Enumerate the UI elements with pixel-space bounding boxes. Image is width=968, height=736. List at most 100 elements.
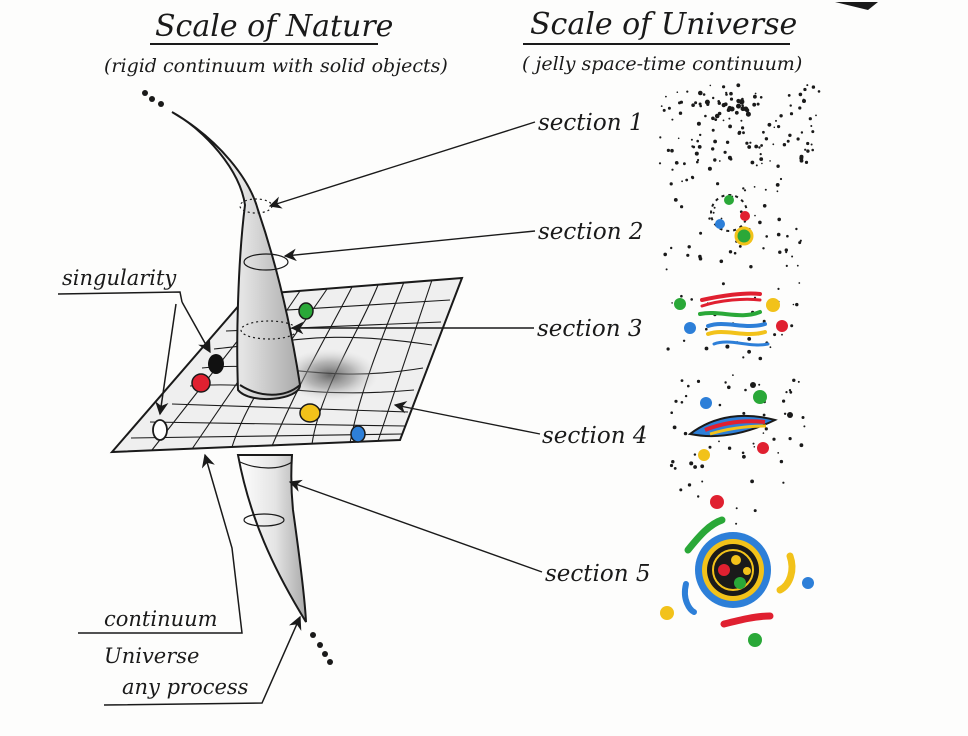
dust-dot bbox=[806, 84, 809, 87]
dust-dot bbox=[767, 122, 772, 127]
dust-dot bbox=[689, 461, 694, 466]
dust-dot bbox=[769, 160, 771, 162]
object-red bbox=[191, 373, 211, 393]
dust-dot bbox=[707, 166, 712, 171]
dust-dot bbox=[806, 141, 810, 146]
dust-dot bbox=[745, 141, 749, 145]
dust-dot bbox=[671, 460, 675, 464]
dust-dot bbox=[799, 154, 804, 159]
dust-dot bbox=[709, 84, 712, 87]
dust-dot bbox=[802, 98, 805, 101]
dust-dot bbox=[721, 103, 726, 108]
dust-dot bbox=[797, 380, 800, 383]
dust-dot bbox=[747, 349, 751, 354]
dust-dot bbox=[673, 198, 678, 202]
section-2-label: section 2 bbox=[538, 219, 644, 245]
dust-dot bbox=[698, 256, 703, 261]
dust-dot bbox=[706, 102, 710, 106]
dust-dot bbox=[782, 399, 786, 403]
dust-dot bbox=[696, 139, 699, 143]
section-1-label: section 1 bbox=[538, 110, 644, 136]
dust-dot bbox=[740, 119, 743, 122]
dust-dot bbox=[741, 126, 745, 130]
dust-dot bbox=[776, 190, 779, 193]
dust-dot bbox=[698, 90, 703, 96]
dust-dot bbox=[742, 131, 745, 135]
dust-dot bbox=[787, 94, 791, 97]
dust-dot bbox=[684, 394, 688, 398]
dust-dot bbox=[741, 104, 744, 107]
dust-dot bbox=[743, 189, 747, 192]
dust-dot bbox=[811, 130, 815, 134]
dust-dot bbox=[699, 104, 702, 108]
dust-dot bbox=[799, 443, 804, 448]
dust-dot bbox=[753, 94, 757, 99]
dust-dot bbox=[717, 100, 720, 103]
dust-dot bbox=[800, 131, 804, 134]
dust-dot bbox=[803, 425, 806, 428]
dust-dot bbox=[785, 251, 788, 254]
dust-dot bbox=[658, 162, 662, 165]
dust-dot bbox=[781, 333, 783, 336]
dust-dot bbox=[798, 106, 802, 110]
dust-dot bbox=[796, 137, 800, 141]
dust-dot bbox=[785, 391, 788, 394]
dust-dot bbox=[778, 250, 782, 254]
dust-dot bbox=[779, 177, 783, 181]
dust-dot bbox=[699, 231, 703, 235]
dust-dot bbox=[740, 106, 746, 112]
dust-dot bbox=[742, 411, 746, 415]
dust-dot bbox=[693, 453, 697, 456]
dust-dot bbox=[772, 437, 776, 441]
dust-dot bbox=[711, 147, 715, 151]
object-green bbox=[298, 302, 314, 320]
dust-dot bbox=[754, 92, 757, 95]
dust-dot bbox=[744, 388, 747, 392]
dust-dot bbox=[713, 158, 717, 162]
dust-dot bbox=[804, 148, 807, 151]
dust-dot bbox=[742, 454, 746, 459]
dust-dot bbox=[669, 463, 674, 468]
dust-dot bbox=[753, 186, 756, 188]
dust-dot bbox=[724, 381, 727, 384]
dust-dot bbox=[680, 379, 684, 382]
dust-dot bbox=[694, 151, 699, 156]
dust-dot bbox=[671, 118, 674, 121]
dust-dot bbox=[674, 399, 678, 403]
section-3-bands bbox=[674, 291, 788, 347]
bottom-pointers bbox=[78, 453, 302, 706]
dust-dot bbox=[718, 440, 720, 443]
dust-dot bbox=[765, 235, 768, 238]
dust-dot bbox=[789, 390, 793, 394]
dust-dot bbox=[788, 437, 792, 441]
dust-dot bbox=[659, 136, 662, 139]
dust-dot bbox=[711, 116, 715, 121]
dust-dot bbox=[666, 347, 670, 351]
dust-dot bbox=[747, 145, 752, 149]
dust-dot bbox=[727, 105, 732, 111]
dust-dot bbox=[806, 149, 810, 153]
horn-top-dots bbox=[142, 90, 164, 107]
dust-dot bbox=[714, 113, 720, 119]
grid-objects bbox=[152, 302, 366, 443]
dust-dot bbox=[777, 287, 780, 290]
dust-dot bbox=[670, 411, 673, 415]
dust-dot bbox=[803, 87, 807, 92]
dust-dot bbox=[762, 130, 765, 134]
singularity-label: singularity bbox=[62, 266, 177, 290]
dust-dot bbox=[697, 158, 700, 162]
dust-dot bbox=[699, 133, 702, 137]
dust-dot bbox=[801, 416, 805, 419]
object-white bbox=[152, 419, 168, 441]
dust-dot bbox=[735, 522, 738, 525]
continuum-label: continuum bbox=[104, 607, 218, 631]
dust-dot bbox=[686, 253, 690, 257]
dust-dot bbox=[665, 268, 668, 271]
dust-dot bbox=[686, 90, 689, 93]
dust-dot bbox=[705, 327, 708, 331]
dust-dot bbox=[758, 220, 762, 225]
dust-dot bbox=[700, 464, 705, 469]
dust-dot bbox=[808, 117, 812, 121]
dust-dot bbox=[762, 413, 766, 417]
